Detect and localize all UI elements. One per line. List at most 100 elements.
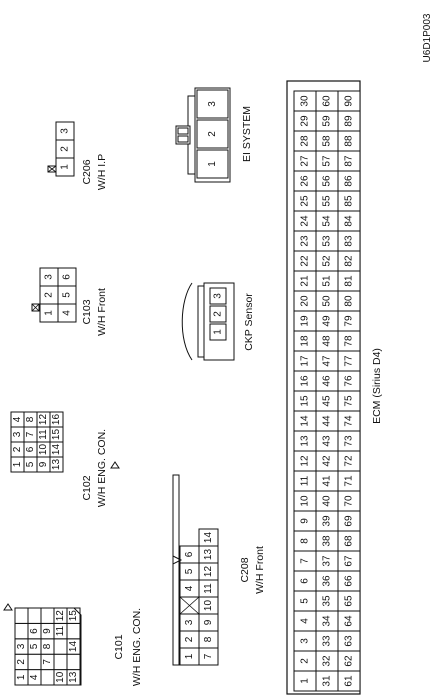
c101-pin-10: 10 (53, 669, 68, 686)
svg-text:13: 13 (300, 435, 311, 447)
ecm-pin-45: 45 (315, 390, 339, 412)
c101-pin-1: 1 (14, 669, 29, 686)
svg-text:12: 12 (55, 610, 66, 622)
ecm-pin-70: 70 (337, 490, 361, 512)
svg-text:38: 38 (322, 535, 333, 547)
svg-text:5: 5 (25, 461, 36, 467)
c101-blank-cell (66, 653, 81, 671)
ecm-pin-86: 86 (337, 170, 361, 192)
ecm-pin-56: 56 (315, 170, 339, 192)
ecm-pin-69: 69 (337, 510, 361, 532)
ecm-pin-88: 88 (337, 130, 361, 152)
svg-text:11: 11 (55, 625, 66, 636)
c103-pin-2: 2 (39, 285, 59, 305)
svg-text:2: 2 (213, 311, 224, 317)
ecm-pin-64: 64 (337, 610, 361, 632)
svg-text:2: 2 (207, 131, 218, 137)
svg-text:9: 9 (38, 461, 49, 467)
svg-text:46: 46 (322, 375, 333, 387)
ecm-pin-90: 90 (337, 90, 361, 112)
c208-pin-4: 4 (179, 579, 200, 598)
ecm-pin-25: 25 (293, 190, 317, 212)
svg-text:2: 2 (44, 292, 55, 298)
svg-text:67: 67 (344, 555, 355, 567)
svg-text:6: 6 (29, 628, 40, 634)
ecm-pin-36: 36 (315, 570, 339, 592)
svg-text:3: 3 (12, 431, 23, 437)
c102-pin-6: 6 (23, 441, 38, 458)
c101-pin-6: 6 (27, 622, 42, 640)
svg-text:76: 76 (344, 375, 355, 387)
svg-text:50: 50 (322, 295, 333, 307)
c208-pin-14: 14 (198, 528, 219, 547)
svg-text:1: 1 (12, 461, 23, 467)
svg-text:70: 70 (344, 495, 355, 507)
ecm-pin-50: 50 (315, 290, 339, 312)
ecm-pin-10: 10 (293, 490, 317, 512)
ecm-pin-62: 62 (337, 650, 361, 672)
c208-code: C208 (239, 557, 251, 582)
svg-text:6: 6 (300, 578, 311, 584)
svg-text:14: 14 (51, 444, 62, 456)
svg-text:7: 7 (25, 431, 36, 437)
c101-blank-cell (53, 653, 68, 671)
c103-code: C103 (81, 299, 93, 324)
svg-text:10: 10 (300, 495, 311, 507)
c101-blank-cell (27, 653, 42, 671)
ecm-pin-75: 75 (337, 390, 361, 412)
ecm-pin-3: 3 (293, 630, 317, 652)
svg-text:37: 37 (322, 555, 333, 567)
ecm-pin-32: 32 (315, 650, 339, 672)
ecm-pin-46: 46 (315, 370, 339, 392)
c208-pin-11: 11 (198, 579, 219, 598)
svg-text:7: 7 (300, 558, 311, 564)
ecm-pin-41: 41 (315, 470, 339, 492)
svg-text:49: 49 (322, 315, 333, 327)
svg-text:45: 45 (322, 395, 333, 407)
c102-pin-10: 10 (36, 441, 51, 458)
svg-text:18: 18 (300, 335, 311, 347)
ecm-pin-76: 76 (337, 370, 361, 392)
svg-text:14: 14 (300, 415, 311, 427)
ecm-pin-17: 17 (293, 350, 317, 372)
svg-text:52: 52 (322, 255, 333, 267)
c102-pin-15: 15 (49, 426, 64, 443)
c102-pin-16: 16 (49, 411, 64, 428)
ecm-pin-82: 82 (337, 250, 361, 272)
svg-text:8: 8 (300, 538, 311, 544)
svg-text:35: 35 (322, 595, 333, 607)
svg-text:60: 60 (322, 95, 333, 107)
ecm-pin-83: 83 (337, 230, 361, 252)
svg-text:54: 54 (322, 215, 333, 227)
ecm-pin-43: 43 (315, 430, 339, 452)
c101-pin-4: 4 (27, 669, 42, 686)
svg-text:69: 69 (344, 515, 355, 527)
svg-text:81: 81 (344, 275, 355, 287)
connector-ckp-sensor: 123 CKP Sensor (181, 282, 255, 361)
c101-blank-cell (14, 607, 29, 624)
c102-pin-1: 1 (10, 456, 25, 473)
ckp-pin-1: 1 (209, 323, 227, 341)
svg-text:15: 15 (300, 395, 311, 407)
svg-text:8: 8 (203, 636, 214, 642)
connector-ei-system: 123 EI SYSTEM (175, 87, 253, 183)
svg-text:28: 28 (300, 135, 311, 147)
c208-pin-1: 1 (179, 647, 200, 666)
ecm-pin-65: 65 (337, 590, 361, 612)
ecm-pin-13: 13 (293, 430, 317, 452)
svg-text:59: 59 (322, 115, 333, 127)
c103-pin-5: 5 (57, 285, 77, 305)
svg-text:1: 1 (207, 161, 218, 167)
c101-blank-cell (27, 607, 42, 624)
c103-pin-3: 3 (39, 267, 59, 287)
svg-text:6: 6 (25, 446, 36, 452)
c102-pin-5: 5 (23, 456, 38, 473)
svg-text:13: 13 (68, 671, 79, 683)
ecm-pin-49: 49 (315, 310, 339, 332)
svg-text:26: 26 (300, 175, 311, 187)
svg-text:62: 62 (344, 655, 355, 667)
ecm-pin-48: 48 (315, 330, 339, 352)
ecm-pin-58: 58 (315, 130, 339, 152)
c101-pin-15: 15 (66, 607, 81, 624)
